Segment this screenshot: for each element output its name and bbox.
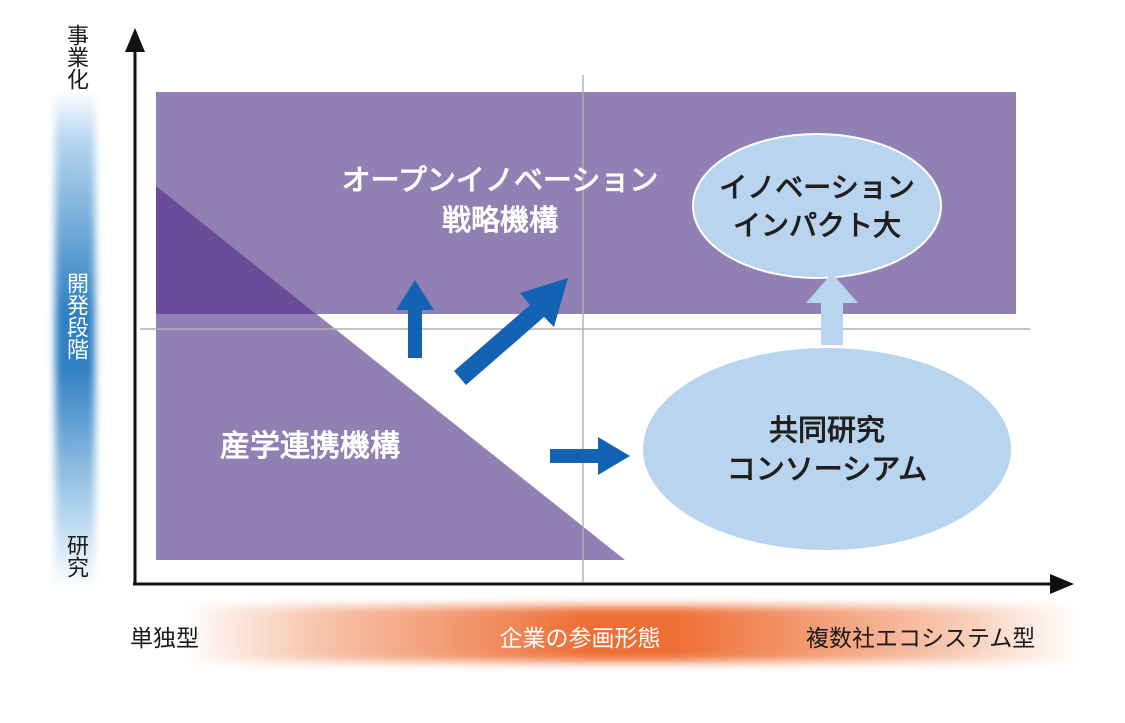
right-arrow — [550, 437, 630, 475]
y-axis-middle-label: 開発段階 — [63, 272, 88, 360]
y-axis-top-label: 事業化 — [63, 24, 88, 90]
innovation-impact-ellipse — [692, 133, 942, 279]
industry-academia-zone — [156, 186, 625, 560]
open-innovation-label: オープンイノベーション 戦略機構 — [310, 160, 690, 240]
innovation-impact-line2: インパクト大 — [732, 209, 901, 242]
y-axis-bottom-label: 研究 — [63, 534, 88, 578]
zone-overlap — [156, 186, 316, 314]
industry-academia-label: 産学連携機構 — [220, 429, 400, 464]
consortium-to-impact-arrow — [806, 273, 858, 345]
x-axis-gradient-band — [180, 606, 1080, 662]
innovation-impact-line1: イノベーション — [719, 171, 915, 204]
y-axis-gradient-band — [55, 90, 95, 590]
open-innovation-line1: オープンイノベーション — [341, 163, 659, 197]
consortium-line1: 共同研究 — [768, 413, 885, 447]
diagonal-arrow — [454, 278, 568, 385]
up-arrow — [396, 280, 434, 358]
innovation-impact-label: イノベーション インパクト大 — [697, 169, 937, 245]
y-axis-arrowhead — [125, 28, 145, 52]
consortium-line2: コンソーシアム — [726, 452, 928, 486]
x-axis-right-label: 複数社エコシステム型 — [806, 626, 1036, 652]
open-innovation-line2: 戦略機構 — [441, 203, 558, 237]
x-axis-center-label: 企業の参画形態 — [499, 626, 661, 652]
consortium-ellipse — [641, 346, 1013, 552]
consortium-label: 共同研究 コンソーシアム — [697, 411, 957, 489]
x-axis-left-label: 単独型 — [130, 626, 199, 652]
x-axis-arrowhead — [1050, 574, 1074, 594]
